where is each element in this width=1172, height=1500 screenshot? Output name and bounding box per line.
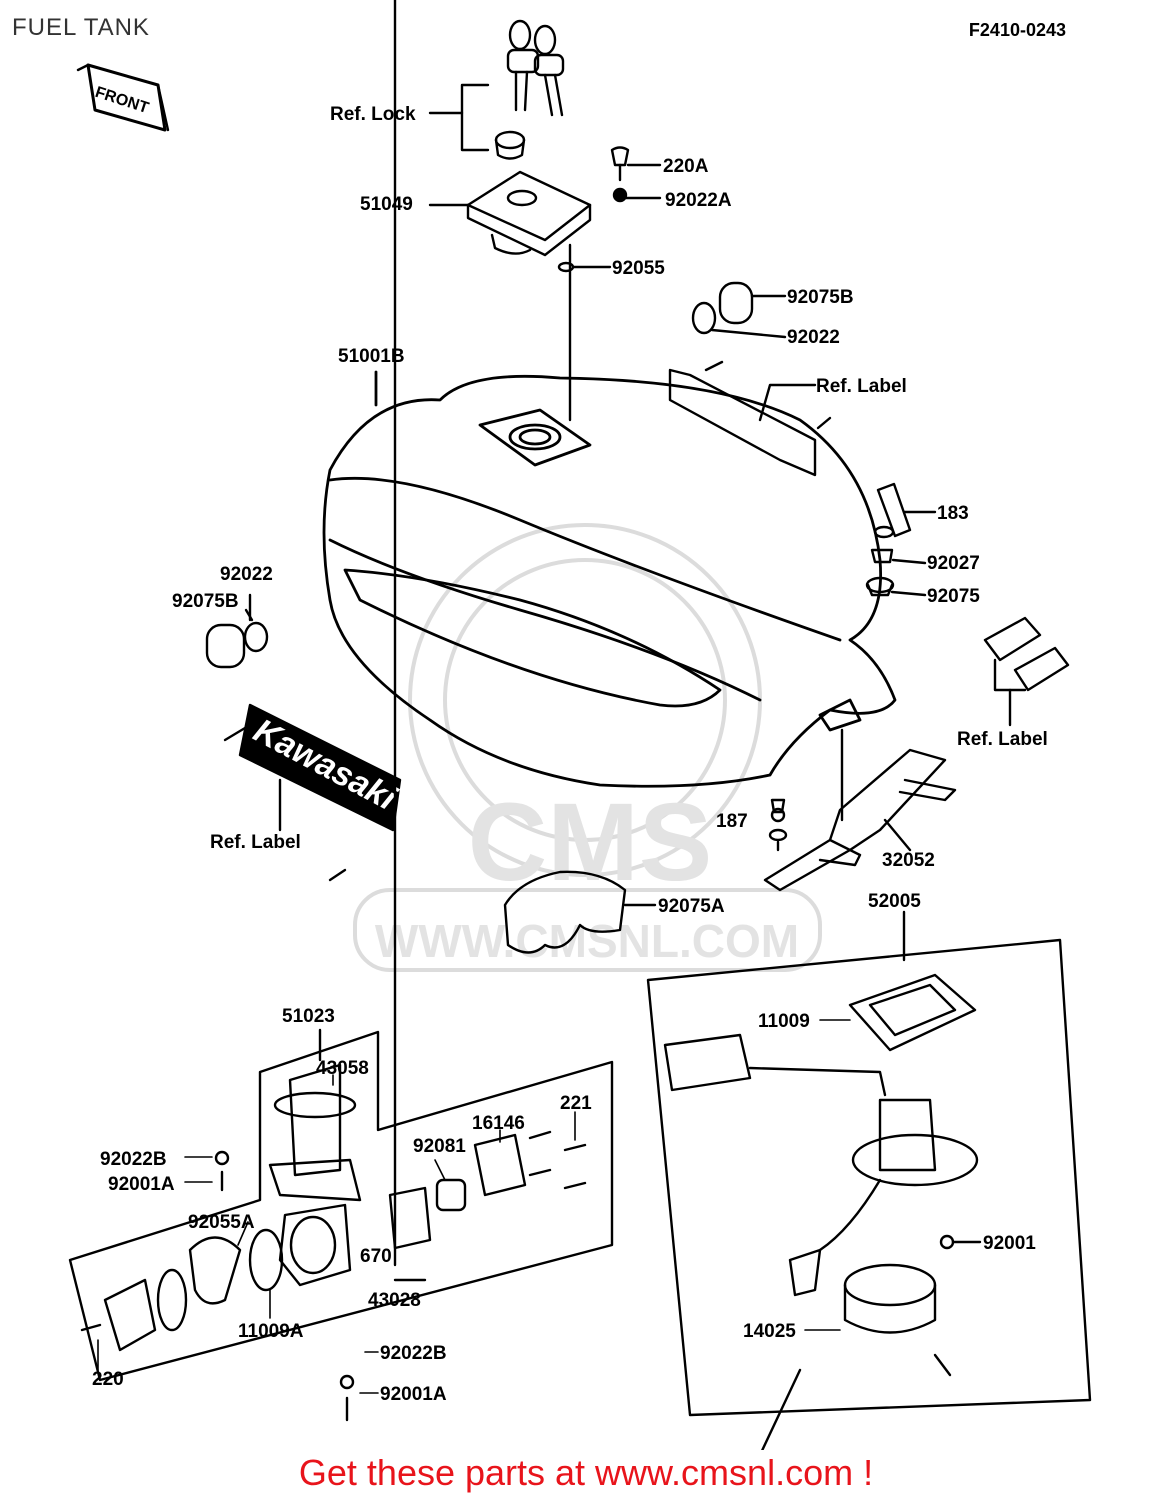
- label-92001A-bottom: 92001A: [380, 1384, 447, 1405]
- label-220A: 220A: [663, 156, 709, 177]
- key-lock-group: [428, 19, 565, 160]
- label-right: [983, 616, 1070, 727]
- label-92055: 92055: [612, 258, 665, 279]
- label-43028: 43028: [368, 1290, 421, 1311]
- label-92022-right: 92022: [787, 327, 840, 348]
- label-ref-label-top: Ref. Label: [816, 376, 907, 397]
- page-title: FUEL TANK: [12, 14, 150, 41]
- footer-banner[interactable]: Get these parts at www.cmsnl.com !: [298, 1452, 874, 1493]
- watermark-logo-text: CMS: [468, 781, 712, 904]
- cushion: [503, 870, 657, 954]
- label-92055A: 92055A: [188, 1212, 255, 1233]
- label-221: 221: [560, 1093, 592, 1114]
- label-43058: 43058: [316, 1058, 369, 1079]
- label-670: 670: [360, 1246, 392, 1267]
- label-92022A: 92022A: [665, 190, 732, 211]
- label-92075: 92075: [927, 586, 980, 607]
- front-sign: [76, 63, 170, 132]
- tap-assembly-box: [68, 1028, 614, 1382]
- bracket: [763, 728, 957, 892]
- label-11009A: 11009A: [238, 1321, 304, 1342]
- label-187: 187: [716, 811, 748, 832]
- kawasaki-decal: [223, 703, 402, 882]
- exploded-parts-diagram: CMS WWW.CMSNL.COM FRONT: [68, 0, 1092, 1450]
- label-92075B-right: 92075B: [787, 287, 854, 308]
- label-183: 183: [937, 503, 969, 524]
- label-92001A-top: 92001A: [108, 1174, 175, 1195]
- fuel-tap: [80, 0, 587, 1422]
- label-92027: 92027: [927, 553, 980, 574]
- label-92022-left: 92022: [220, 564, 273, 585]
- label-14025: 14025: [743, 1321, 796, 1342]
- gauge-assembly-box: [646, 910, 1092, 1450]
- label-32052: 32052: [882, 850, 935, 871]
- fuel-tank: [322, 370, 897, 788]
- mount-bolts: [865, 482, 937, 597]
- label-ref-lock: Ref. Lock: [330, 104, 416, 125]
- part-labels: Ref. Lock 220A 92022A 51049 92055 92075B…: [92, 104, 1048, 1405]
- label-92001: 92001: [983, 1233, 1036, 1254]
- label-51023: 51023: [282, 1006, 335, 1027]
- label-92075B-left: 92075B: [172, 591, 239, 612]
- label-92081: 92081: [413, 1136, 466, 1157]
- watermark-url: WWW.CMSNL.COM: [375, 915, 799, 967]
- leader-lines: [97, 1019, 851, 1394]
- label-51049: 51049: [360, 194, 413, 215]
- label-ref-label-right: Ref. Label: [957, 729, 1048, 750]
- diagram-code: F2410-0243: [968, 20, 1066, 40]
- fuel-gauge: [663, 973, 982, 1377]
- label-220: 220: [92, 1369, 124, 1390]
- label-51001B: 51001B: [338, 346, 405, 367]
- label-92022B-bottom: 92022B: [380, 1343, 447, 1364]
- label-92022B-top: 92022B: [100, 1149, 167, 1170]
- label-top: [668, 360, 832, 477]
- label-11009: 11009: [758, 1011, 810, 1032]
- fuel-cap: [428, 146, 662, 422]
- label-52005: 52005: [868, 891, 921, 912]
- damper-right: [691, 281, 787, 339]
- damper-left: [205, 593, 269, 669]
- label-92075A: 92075A: [658, 896, 725, 917]
- label-ref-label-left: Ref. Label: [210, 832, 301, 853]
- label-16146: 16146: [472, 1113, 525, 1134]
